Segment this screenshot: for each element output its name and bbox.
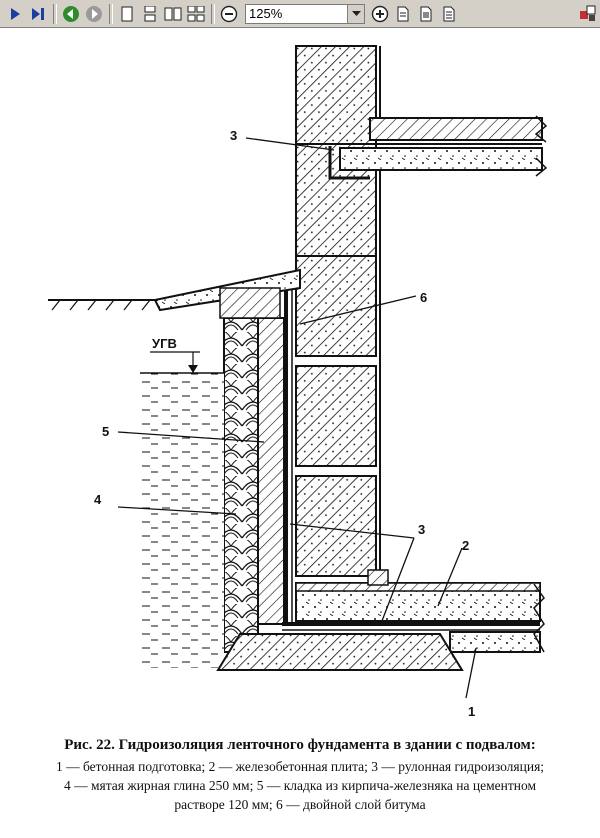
label-1: 1: [468, 704, 475, 719]
zoom-in-icon[interactable]: [369, 3, 391, 25]
label-3-top: 3: [230, 128, 237, 143]
zoom-select[interactable]: 125%: [245, 3, 365, 24]
label-4: 4: [94, 492, 102, 507]
back-icon[interactable]: [60, 3, 82, 25]
caption-line-3: растворе 120 мм; 6 — двойной слой битума: [174, 797, 426, 812]
caption-line-2: 4 — мятая жирная глина 250 мм; 5 — кладк…: [63, 778, 537, 793]
foundation-drawing: 3 6 5 4 3 2 1 УГВ: [0, 28, 600, 728]
viewer-toolbar: 125%: [0, 0, 600, 28]
skip-end-icon[interactable]: [27, 3, 49, 25]
separator: [53, 3, 57, 24]
chevron-down-icon[interactable]: [347, 4, 364, 23]
label-3-bottom: 3: [418, 522, 425, 537]
label-2: 2: [462, 538, 469, 553]
label-6: 6: [420, 290, 427, 305]
page-icon[interactable]: [392, 3, 414, 25]
continuous-icon[interactable]: [139, 3, 161, 25]
play-icon[interactable]: [4, 3, 26, 25]
facing-icon[interactable]: [162, 3, 184, 25]
fit-page-icon[interactable]: [438, 3, 460, 25]
label-ugv: УГВ: [152, 336, 177, 351]
zoom-value: 125%: [249, 6, 283, 21]
settings-icon[interactable]: [577, 3, 599, 25]
continuous-facing-icon[interactable]: [185, 3, 207, 25]
caption-title: Рис. 22. Гидроизоляция ленточного фундам…: [64, 737, 536, 753]
separator: [109, 3, 113, 24]
page-width-icon[interactable]: [415, 3, 437, 25]
label-5: 5: [102, 424, 109, 439]
single-page-icon[interactable]: [116, 3, 138, 25]
caption-line-1: 1 — бетонная подготовка; 2 — железобетон…: [55, 759, 545, 774]
forward-icon[interactable]: [83, 3, 105, 25]
zoom-out-icon[interactable]: [218, 3, 240, 25]
separator: [211, 3, 215, 24]
figure-caption: Рис. 22. Гидроизоляция ленточного фундам…: [0, 736, 600, 814]
